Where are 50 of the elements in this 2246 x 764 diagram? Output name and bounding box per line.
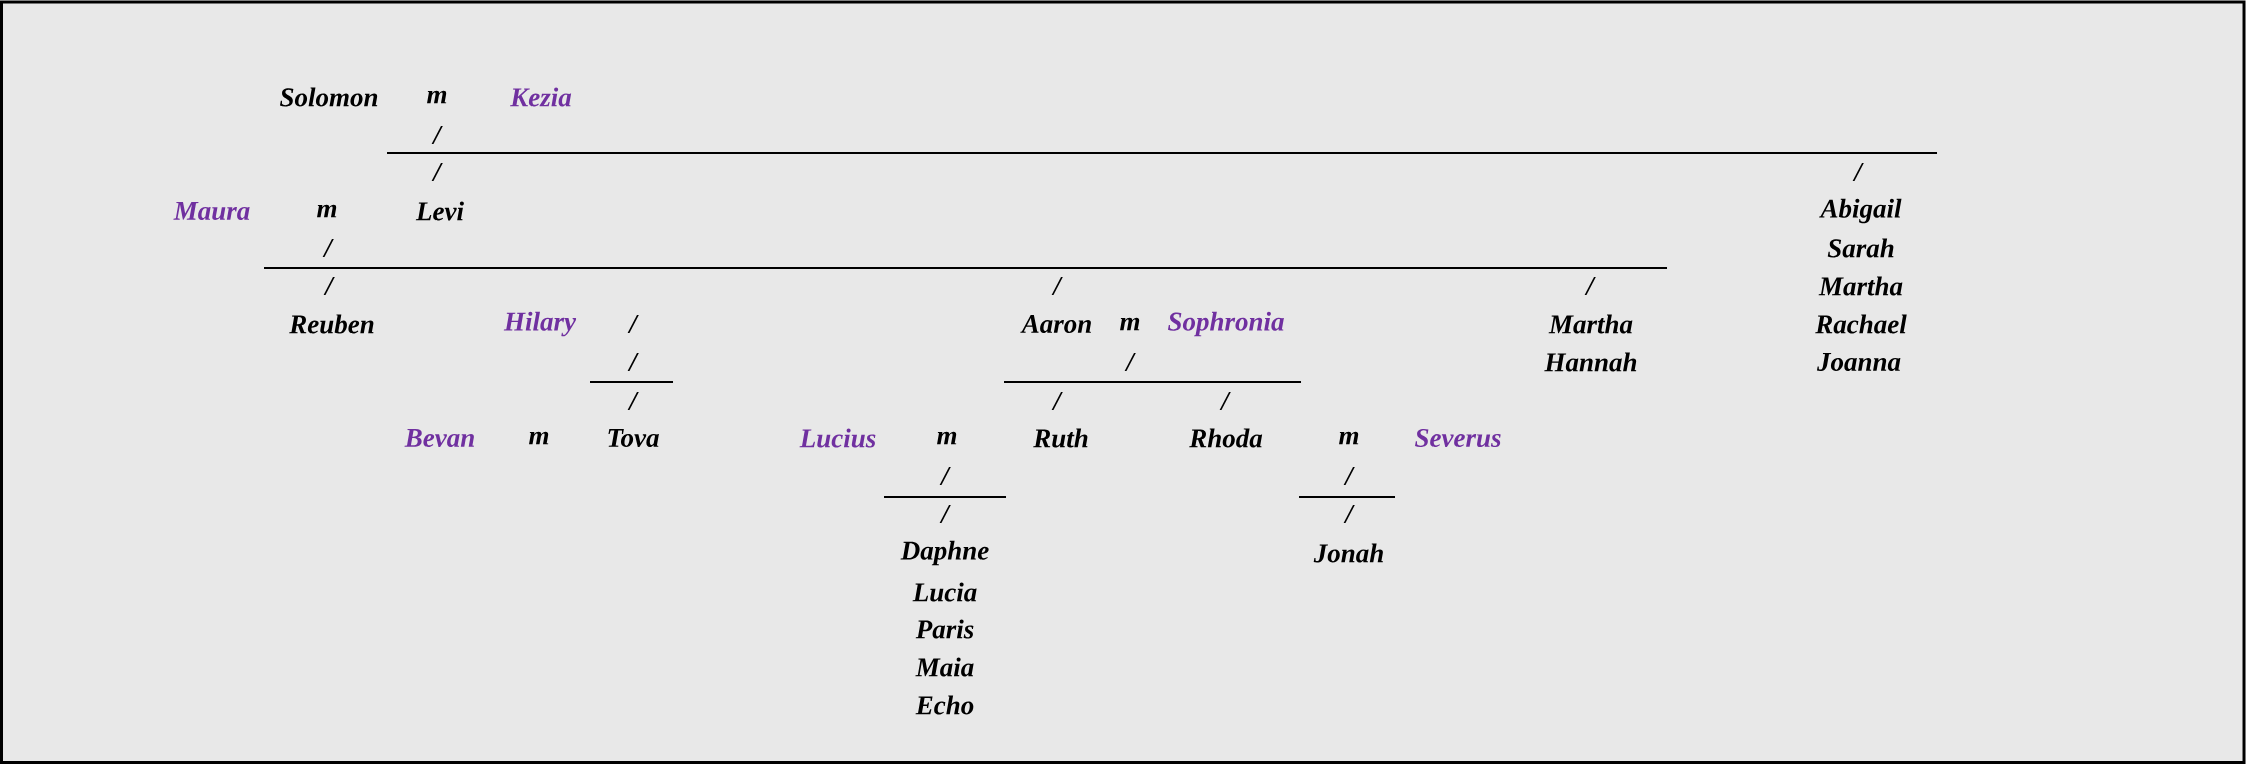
- descent-mark: /: [431, 162, 443, 181]
- descent-mark: /: [1343, 466, 1355, 485]
- person-name: Jonah: [1313, 543, 1383, 563]
- descent-mark: /: [627, 352, 639, 371]
- person-name: Lucia: [912, 582, 977, 602]
- person-name: Ruth: [1033, 428, 1088, 448]
- descent-mark: /: [939, 504, 951, 524]
- person-name: Levi: [415, 201, 464, 221]
- marriage-mark: m: [1120, 317, 1140, 331]
- spouse-name: Lucius: [799, 428, 876, 448]
- marriage-mark: m: [937, 431, 957, 445]
- spouse-name: Bevan: [404, 429, 474, 447]
- descent-mark: /: [1051, 391, 1063, 410]
- marriage-mark: m: [317, 204, 337, 218]
- person-name: Reuben: [289, 314, 374, 334]
- descent-mark: /: [1219, 391, 1231, 410]
- person-name: Maia: [915, 657, 974, 677]
- person-name: Joanna: [1816, 353, 1901, 371]
- spouse-name: Sophronia: [1167, 311, 1284, 337]
- person-name: Paris: [915, 619, 974, 639]
- descent-mark: /: [1343, 504, 1355, 524]
- spouse-name: Severus: [1415, 428, 1501, 448]
- person-name: Rachael: [1815, 314, 1907, 334]
- person-name: Hannah: [1544, 352, 1637, 372]
- descent-mark: /: [322, 238, 334, 257]
- spouse-name: Maura: [173, 202, 250, 220]
- descent-mark: /: [627, 314, 639, 333]
- person-name: Martha: [1818, 276, 1903, 296]
- descent-mark: /: [1852, 162, 1864, 181]
- person-name: Tova: [608, 429, 659, 447]
- descent-mark: /: [627, 391, 639, 410]
- spouse-name: Hilary: [503, 311, 577, 337]
- marriage-mark: m: [529, 431, 549, 445]
- descent-mark: /: [323, 276, 335, 295]
- spouse-name: Kezia: [510, 87, 572, 107]
- descent-mark: /: [939, 466, 951, 485]
- person-name: Martha: [1548, 314, 1633, 334]
- person-name: Solomon: [280, 87, 378, 107]
- descent-mark: /: [1124, 352, 1136, 371]
- person-name: Sarah: [1827, 238, 1894, 258]
- person-name: Rhoda: [1189, 428, 1263, 448]
- marriage-mark: m: [1339, 431, 1359, 445]
- marriage-mark: m: [427, 90, 447, 104]
- person-name: Abigail: [1819, 198, 1902, 224]
- person-name: Echo: [915, 695, 974, 715]
- person-name: Aaron: [1020, 314, 1091, 334]
- descent-mark: /: [1584, 276, 1596, 295]
- person-name: Daphne: [900, 540, 989, 566]
- descent-mark: /: [431, 125, 443, 144]
- descent-mark: /: [1051, 276, 1063, 295]
